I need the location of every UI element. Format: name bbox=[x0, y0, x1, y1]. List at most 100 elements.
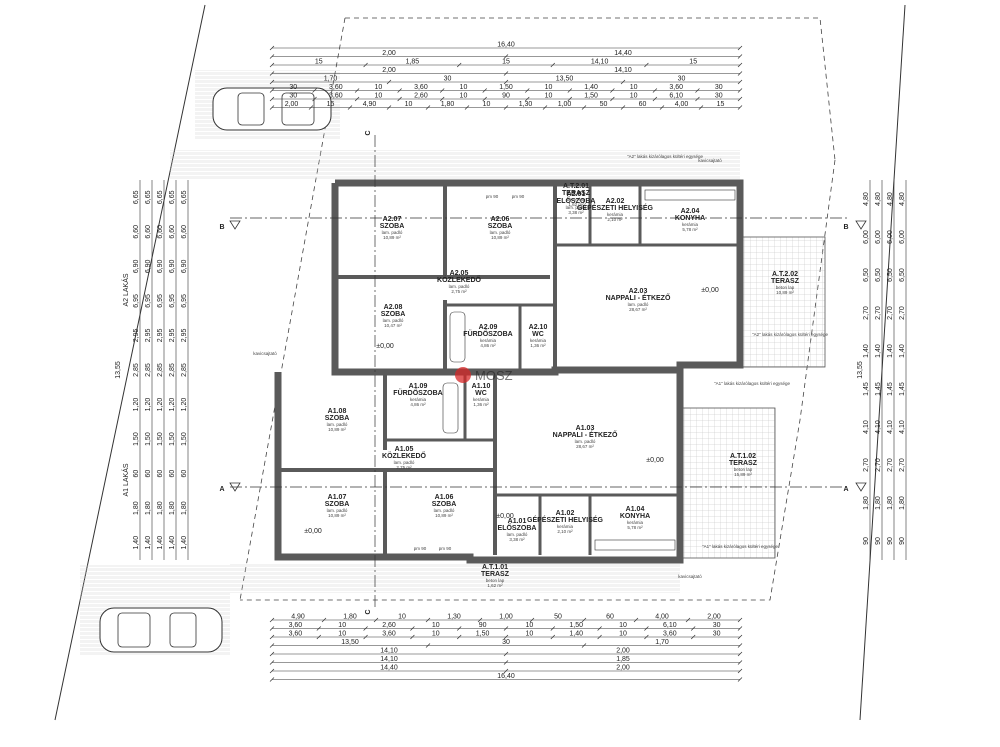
room-code: A1.09 bbox=[409, 383, 428, 390]
car-bottom-icon bbox=[99, 607, 223, 653]
kitchen-counter-a1 bbox=[594, 539, 676, 551]
right-dim-col-0-label: 2,70 bbox=[863, 458, 870, 472]
bottom-dim-row7-tick bbox=[737, 668, 743, 674]
bottom-dim-row2-tick bbox=[269, 626, 275, 631]
room-code: A2.02 bbox=[606, 198, 625, 205]
right-dim-col-3-label: 1,40 bbox=[899, 344, 906, 358]
room-code: A2.10 bbox=[529, 324, 548, 331]
top-dim-row8-tick bbox=[269, 105, 275, 110]
right-dim-col-3-label: 1,45 bbox=[899, 382, 906, 396]
section-lines bbox=[230, 135, 850, 610]
room-floor: kerámia bbox=[410, 397, 427, 402]
top-dim-row7-label: 30 bbox=[715, 93, 723, 100]
section-mark-b-right-letter: B bbox=[843, 224, 848, 231]
bottom-dim-row6-tick bbox=[503, 660, 509, 665]
top-dim-row7-tick bbox=[737, 96, 743, 102]
room-name: SZOBA bbox=[381, 311, 406, 318]
bottom-dim-row3-tick bbox=[503, 634, 509, 640]
top-dim-row6-tick bbox=[737, 88, 743, 93]
top-dim-row7-label: 2,60 bbox=[414, 93, 428, 100]
right-dim-col-3-label: 90 bbox=[899, 537, 906, 545]
left-dim-col-4-label: 6,65 bbox=[181, 190, 188, 204]
bottom-dim-row1-label: 4,00 bbox=[655, 614, 669, 621]
top-dim-row6-tick bbox=[354, 88, 360, 93]
top-dim-row4-tick bbox=[503, 71, 509, 76]
top-dim-row7-label: 10 bbox=[374, 93, 382, 100]
right-dim-col-2-label: 4,10 bbox=[887, 420, 894, 434]
top-dim-row2-tick bbox=[503, 54, 509, 59]
bottom-dim-row3-label: 1,40 bbox=[569, 631, 583, 638]
bottom-dim-row6-tick bbox=[269, 660, 275, 665]
bottom-dim-row1-tick bbox=[529, 617, 535, 623]
left-dim-col-3-label: 1,50 bbox=[169, 432, 176, 446]
room-code: A2.05 bbox=[450, 270, 469, 277]
bottom-dim-row3-tick bbox=[456, 634, 462, 640]
top-dim-row5-tick bbox=[386, 79, 392, 85]
room-code: A1.02 bbox=[556, 510, 575, 517]
right-dim-col-2-label: 1,40 bbox=[887, 344, 894, 358]
top-dim-row4-tick bbox=[737, 71, 743, 76]
bottom-dim-row4-tick bbox=[269, 643, 275, 648]
right-total-label: 13,55 bbox=[857, 361, 864, 379]
bottom-dim-row4-tick bbox=[737, 643, 743, 648]
top-dim-row7-label: 10 bbox=[460, 93, 468, 100]
right-dim-col-0-label: 6,00 bbox=[863, 230, 870, 244]
top-dim-row4-tick bbox=[269, 71, 275, 76]
room-floor: kerámia bbox=[607, 212, 624, 217]
watermark-logo: MOSZ bbox=[455, 367, 513, 383]
section-mark-b-left-arrow-icon bbox=[229, 220, 241, 230]
left-dim-col-2-label: 6,90 bbox=[157, 259, 164, 273]
left-dim-col-2-label: 1,40 bbox=[157, 536, 164, 550]
left-dim-col-4-label: 1,40 bbox=[181, 536, 188, 550]
bottom-dim-row4-tick bbox=[425, 643, 431, 648]
bottom-dim-row1-label: 2,00 bbox=[707, 614, 721, 621]
room-name: WC bbox=[475, 390, 487, 397]
room-floor: kerámia bbox=[473, 397, 490, 402]
room-floor: lam. padló bbox=[434, 508, 455, 513]
bottom-dim-row3-tick bbox=[269, 634, 275, 640]
top-dim-row8-tick bbox=[542, 105, 548, 110]
watermark-text: MOSZ bbox=[475, 368, 513, 383]
gravel-band-bottom bbox=[230, 563, 680, 593]
top-dim-row6-tick bbox=[269, 88, 275, 93]
bottom-dim-row5-label: 14,10 bbox=[380, 648, 398, 655]
left-label-a2: A2 LAKÁS bbox=[121, 273, 130, 306]
left-dim-col-0-label: 1,20 bbox=[133, 398, 140, 412]
room-name: SZOBA bbox=[488, 223, 513, 230]
room-code: A1.07 bbox=[328, 494, 347, 501]
bottom-dim-row2-label: 10 bbox=[432, 622, 440, 629]
bottom-dim-row1-label: 1,00 bbox=[499, 614, 513, 621]
top-dim-row6-label: 3,60 bbox=[669, 84, 683, 91]
top-dim-row3-label: 15 bbox=[502, 59, 510, 66]
top-dim-row3-label: 15 bbox=[315, 59, 323, 66]
kitchen-counter-a2 bbox=[644, 189, 736, 201]
bottom-dim-row2-tick bbox=[597, 626, 602, 631]
top-dim-row3-label: 14,10 bbox=[591, 59, 609, 66]
right-dim-col-0-label: 4,80 bbox=[863, 192, 870, 206]
room-floor: lam. padló bbox=[507, 532, 528, 537]
note-a1-outdoor-unit: "A1" lakás kizárólagos kültéri egysége bbox=[702, 544, 778, 549]
note-gravel-top: kavicsajtató bbox=[698, 158, 722, 163]
top-dim-row7-tick bbox=[652, 96, 658, 102]
top-dim-row1-tick bbox=[269, 45, 275, 51]
room-area: 3,38 m² bbox=[568, 210, 584, 215]
room-floor: lam. padló bbox=[382, 230, 403, 235]
room-area: 1,62 m² bbox=[568, 202, 584, 207]
bottom-dim-row3-tick bbox=[597, 634, 602, 640]
right-dim-col-3-label: 1,80 bbox=[899, 496, 906, 510]
section-mark-b-right-arrow-icon bbox=[855, 220, 867, 230]
bottom-dim-row2-tick bbox=[644, 626, 649, 631]
bottom-dim-row5-tick bbox=[269, 651, 275, 657]
left-dim-col-1-label: 6,65 bbox=[145, 190, 152, 204]
terrace-a1-right bbox=[679, 407, 776, 559]
